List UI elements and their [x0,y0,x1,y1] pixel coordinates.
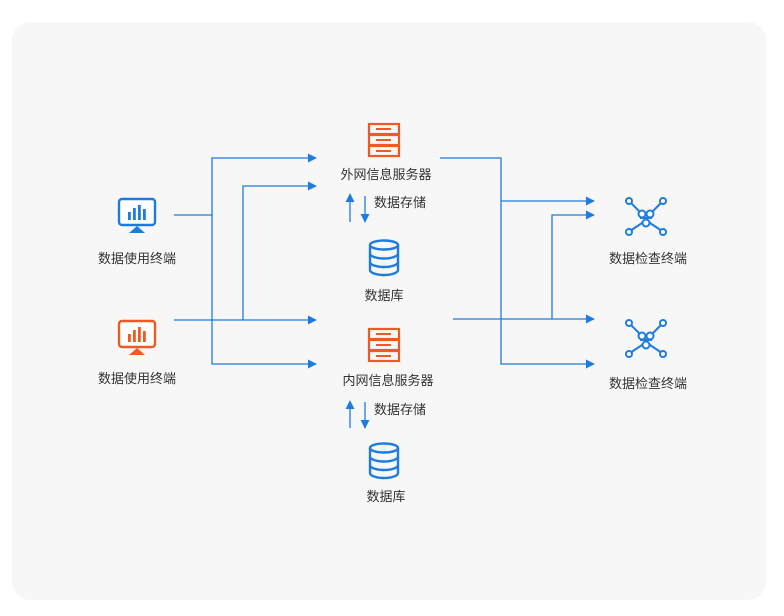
network-nodes-icon [625,319,667,358]
connector-terminal-top-to-external [174,153,317,216]
connector-external-to-check-bottom [500,201,595,369]
check-top-label: 数据检查终端 [608,252,688,267]
server-internal-label: 内网信息服务器 [342,374,434,389]
server-icon [367,122,401,158]
connector-terminal-top-to-internal [211,215,317,369]
terminal-bottom-label: 数据使用终端 [97,372,177,387]
terminal-top-label: 数据使用终端 [97,252,177,267]
connector-external-to-check-top [440,157,595,206]
storage-external-label: 数据存储 [374,196,427,211]
check-bottom-label: 数据检查终端 [608,377,688,392]
diagram-panel [12,22,766,600]
monitor-chart-icon [117,319,157,355]
monitor-chart-icon [117,197,157,233]
database-icon [368,442,400,480]
database-icon [368,239,400,277]
connector-terminal-bottom-to-external [242,181,317,320]
storage-internal-label: 数据存储 [374,403,427,418]
connector-internal-to-check-top [551,210,595,319]
server-icon [367,327,401,363]
server-external-label: 外网信息服务器 [340,168,432,183]
network-nodes-icon [625,197,667,236]
db-internal-label: 数据库 [366,490,406,505]
db-external-label: 数据库 [364,289,404,304]
